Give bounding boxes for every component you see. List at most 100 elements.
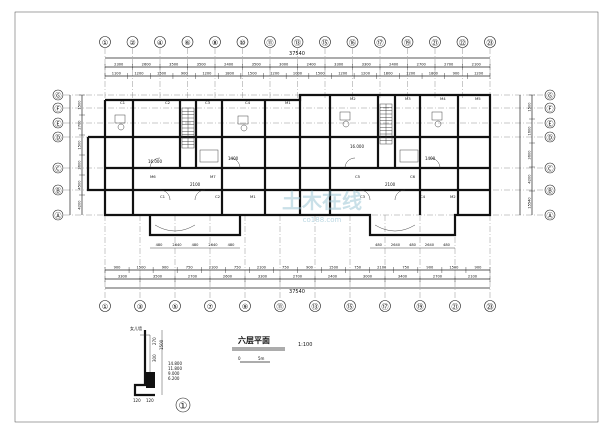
grid-bubble-left — [52, 89, 64, 101]
dim-value: 2600 — [142, 63, 152, 67]
grid-bubble-bottom — [414, 300, 426, 312]
grid-bubble-top — [319, 36, 331, 48]
dim-value: 1200 — [361, 72, 371, 76]
dim-value: 3500 — [169, 63, 179, 67]
grid-bubble-top — [181, 36, 194, 48]
room-label: C1 — [160, 194, 166, 199]
grid-bubble-top — [291, 36, 304, 48]
dim-value: 2100 — [209, 266, 219, 270]
grid-bubble-bottom — [309, 300, 321, 312]
room-label: M7 — [210, 174, 216, 179]
grid-label-bottom: ⑤ — [172, 303, 178, 311]
dim-value: 3500 — [252, 63, 262, 67]
grid-label-right: Ⓑ — [547, 187, 554, 195]
grid-label-left: Ⓒ — [55, 165, 62, 173]
dim-value: 900 — [426, 266, 434, 270]
floor-level-right: 16.000 — [350, 144, 364, 149]
bay-dim-value: 480 — [375, 243, 383, 247]
detail-dim-1: 120 — [133, 398, 141, 403]
dim-value: 2700 — [417, 63, 427, 67]
dim-value: 3600 — [78, 160, 82, 170]
dim-value: 2100 — [472, 63, 482, 67]
dim-value: 750 — [186, 266, 194, 270]
sheet-border — [14, 11, 599, 423]
dim-value: 750 — [402, 266, 410, 270]
detail-dim-3: 270 — [152, 337, 157, 345]
room-label: M3 — [405, 96, 411, 101]
dim-value: 2100 — [468, 275, 478, 279]
stair-note-3: 2100 — [190, 182, 201, 187]
grid-bubble-top — [346, 36, 359, 48]
dim-value: 1500 — [248, 72, 258, 76]
room-label: M4 — [440, 96, 446, 101]
detail-level-4: 6.200 — [168, 376, 180, 381]
stair-right — [379, 103, 393, 145]
grid-bubble-left — [52, 131, 64, 143]
grid-label-right: Ⓐ — [547, 212, 554, 220]
drawing-scale: 1:100 — [298, 342, 312, 348]
bay-dim-value: 2640 — [172, 243, 182, 247]
detail-number: ① — [179, 401, 188, 412]
dim-value: 2400 — [389, 63, 399, 67]
grid-bubble-left — [52, 102, 64, 114]
dim-value: 3300 — [258, 275, 268, 279]
detail-level-3: 9.000 — [168, 371, 180, 376]
grid-bubble-bottom — [344, 300, 356, 312]
dim-value: 1800 — [384, 72, 394, 76]
room-label: M6 — [150, 174, 156, 179]
watermark: 土木在线 co188.com — [282, 189, 362, 224]
dim-value: 4200 — [78, 200, 82, 210]
grid-bubble-bottom — [484, 300, 496, 312]
dim-value: 2300 — [114, 63, 124, 67]
room-label: M1 — [250, 194, 256, 199]
grid-bubble-bottom — [379, 300, 391, 312]
grid-bubble-right — [544, 117, 556, 129]
room-label: C4 — [420, 194, 426, 199]
grid-bubble-bottom — [274, 300, 286, 312]
room-label: M1 — [285, 100, 291, 105]
dim-value: 1000 — [293, 72, 303, 76]
stair-note-1: 1400 — [228, 156, 239, 161]
grid-label-left: Ⓕ — [55, 105, 62, 113]
grid-label-bottom: ㉓ — [487, 303, 494, 311]
detail-level-2: 11.800 — [168, 366, 182, 371]
dim-value: 1200 — [270, 72, 280, 76]
room-label: M2 — [450, 194, 456, 199]
dim-value: 3500 — [197, 63, 207, 67]
detail-dim-2: 120 — [146, 398, 154, 403]
scale-bar-zero: 0 — [238, 356, 241, 361]
dim-value: 1200 — [134, 72, 144, 76]
drawing-title-block: 六层平面 1:100 0 5m — [232, 335, 312, 363]
grid-label-top: ⑯ — [349, 39, 356, 47]
drawing-title: 六层平面 — [238, 335, 270, 345]
dim-value: 900 — [306, 266, 314, 270]
dim-value: 3400 — [398, 275, 408, 279]
detail-dim-4: 300 — [152, 354, 157, 362]
grid-bubble-bottom — [239, 300, 251, 312]
grid-bubble-right — [544, 131, 556, 143]
dim-value: 1500 — [137, 266, 147, 270]
bay-dim-value: 480 — [443, 243, 451, 247]
dim-value: 2400 — [224, 63, 234, 67]
dim-value: 1200 — [202, 72, 212, 76]
dim-value: 750 — [234, 266, 242, 270]
bay-dim-value: 480 — [156, 243, 164, 247]
grid-label-top: ㉓ — [487, 39, 494, 47]
grid-label-top: ⑩ — [239, 39, 245, 47]
grid-label-top: ④ — [157, 39, 163, 47]
grid-bubble-top — [126, 36, 139, 48]
dim-value: 900 — [453, 72, 461, 76]
dim-value: 4500 — [78, 180, 82, 190]
room-label: M5 — [475, 96, 481, 101]
bay-dim-value: 2640 — [391, 243, 401, 247]
grid-label-bottom: ① — [102, 303, 108, 311]
grid-bubble-left — [52, 162, 64, 174]
scale-bar-five: 5m — [258, 356, 265, 361]
grid-bubble-bottom — [204, 300, 216, 312]
bay-dim-value: 480 — [409, 243, 417, 247]
grid-label-top: ⑮ — [322, 39, 329, 47]
